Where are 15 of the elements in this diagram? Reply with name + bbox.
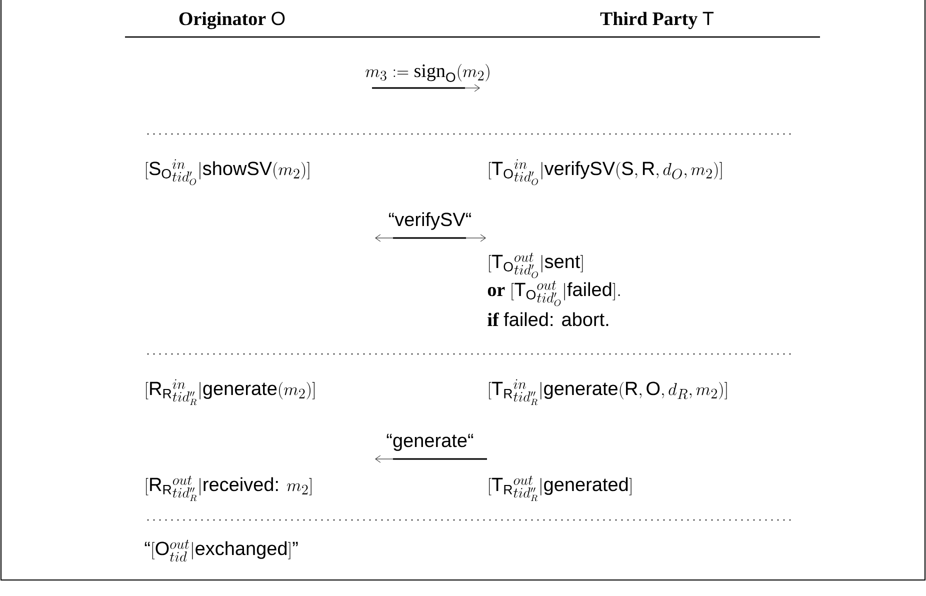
- protocol-step: $[\mathsf{T}_{\mathsf{O}}{}^{in}_{tid'_O}|\mathsf{verifySV}(\mathsf{S},\mathsf{R},d_O,m_2)]$: [489, 159, 722, 186]
- protocol-step: $[\mathsf{R}_{\mathsf{R}}{}^{out}_{tid''_R}|\textsf{received: }m_2]$: [146, 476, 312, 502]
- message-label: $\textsf{``generate``}$: [386, 434, 474, 451]
- result-text: $\textsf{``}[\mathsf{O}^{out}_{tid}|\mathsf{exchanged}]\textsf{''}$: [144, 540, 298, 562]
- protocol-step: $[\mathsf{T}_{\mathsf{R}}{}^{in}_{tid''_R}|\mathsf{generate}(\mathsf{R},\mathsf{O},d_R,m_2)]$: [489, 379, 727, 406]
- protocol-step: $\textbf{or}\ [\mathsf{T}_{\mathsf{O}}{}^{out}_{tid'_O}|\mathsf{failed}].$: [488, 280, 620, 306]
- protocol-step: $[\mathsf{R}_{\mathsf{R}}{}^{in}_{tid''_R}|\mathsf{generate}(m_2)]$: [146, 379, 314, 406]
- message-label: $\textsf{``verifySV``}$: [389, 212, 471, 230]
- column-header: $\textbf{Originator}\ \mathsf{O}$: [179, 12, 285, 30]
- note: $\textbf{if}\ \textsf{failed: abort.}$: [488, 312, 608, 326]
- message-formula: $m_3 := \mathrm{sign}_{\mathsf{O}}(m_2)$: [366, 64, 490, 82]
- protocol-step: $[\mathsf{S}_{\mathsf{O}}{}^{in}_{tid'_O}|\mathsf{showSV}(m_2)]$: [146, 159, 310, 186]
- protocol-step: $[\mathsf{T}_{\mathsf{O}}{}^{out}_{tid'_O}|\mathsf{sent}]$: [489, 252, 583, 278]
- column-header: $\textbf{Third Party}\ \mathsf{T}$: [600, 12, 714, 30]
- protocol-step: $[\mathsf{T}_{\mathsf{R}}{}^{out}_{tid''_R}|\mathsf{generated}]$: [489, 476, 632, 502]
